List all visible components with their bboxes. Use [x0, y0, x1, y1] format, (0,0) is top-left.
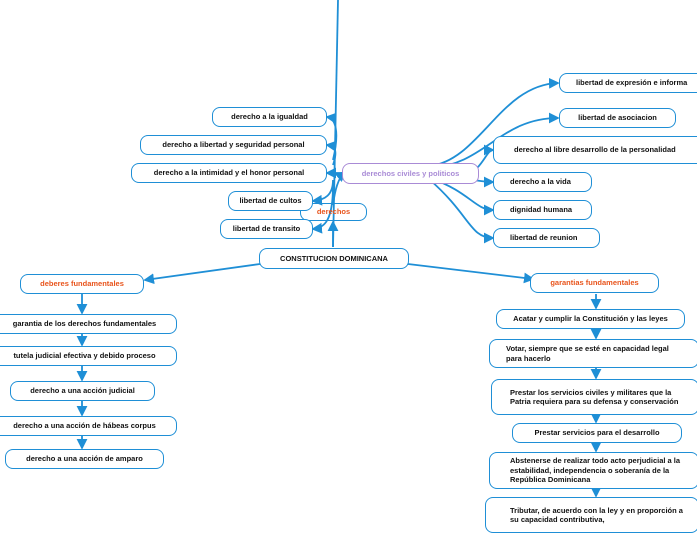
- garantia-item-4-node[interactable]: Prestar servicios para el desarrollo: [512, 423, 682, 443]
- derecho-vida-node[interactable]: derecho a la vida: [493, 172, 592, 192]
- libertad-expresion-node[interactable]: libertad de expresión e informa: [559, 73, 697, 93]
- garantia-item-5-node[interactable]: Abstenerse de realizar todo acto perjudi…: [489, 452, 697, 489]
- root-node[interactable]: CONSTITUCION DOMINICANA: [259, 248, 409, 269]
- libre-desarrollo-node[interactable]: derecho al libre desarrollo de la person…: [493, 136, 697, 164]
- deberes-fundamentales-node[interactable]: deberes fundamentales: [20, 274, 144, 294]
- derecho-igualdad-node[interactable]: derecho a la igualdad: [212, 107, 327, 127]
- deber-item-4-node[interactable]: derecho a una acción de hábeas corpus: [0, 416, 177, 436]
- deber-item-1-node[interactable]: garantia de los derechos fundamentales: [0, 314, 177, 334]
- derechos-node[interactable]: derechos: [300, 203, 367, 221]
- dignidad-humana-node[interactable]: dignidad humana: [493, 200, 592, 220]
- derecho-libertad-seguridad-node[interactable]: derecho a libertad y seguridad personal: [140, 135, 327, 155]
- deber-item-5-node[interactable]: derecho a una acción de amparo: [5, 449, 164, 469]
- derechos-civiles-node[interactable]: derechos civiles y politicos: [342, 163, 479, 184]
- garantia-item-3-node[interactable]: Prestar los servicios civiles y militare…: [491, 379, 697, 415]
- garantia-item-6-node[interactable]: Tributar, de acuerdo con la ley y en pro…: [485, 497, 697, 533]
- libertad-transito-node[interactable]: libertad de transito: [220, 219, 313, 239]
- libertad-reunion-node[interactable]: libertad de reunion: [493, 228, 600, 248]
- deber-item-2-node[interactable]: tutela judicial efectiva y debido proces…: [0, 346, 177, 366]
- libertad-cultos-node[interactable]: libertad de cultos: [228, 191, 313, 211]
- garantia-item-1-node[interactable]: Acatar y cumplir la Constitución y las l…: [496, 309, 685, 329]
- libertad-asociacion-node[interactable]: libertad de asociacion: [559, 108, 676, 128]
- deber-item-3-node[interactable]: derecho a una acción judicial: [10, 381, 155, 401]
- garantias-fundamentales-node[interactable]: garantias fundamentales: [530, 273, 659, 293]
- trunk-line: [332, 0, 339, 248]
- derecho-intimidad-honor-node[interactable]: derecho a la intimidad y el honor person…: [131, 163, 327, 183]
- garantia-item-2-node[interactable]: Votar, siempre que se esté en capacidad …: [489, 339, 697, 368]
